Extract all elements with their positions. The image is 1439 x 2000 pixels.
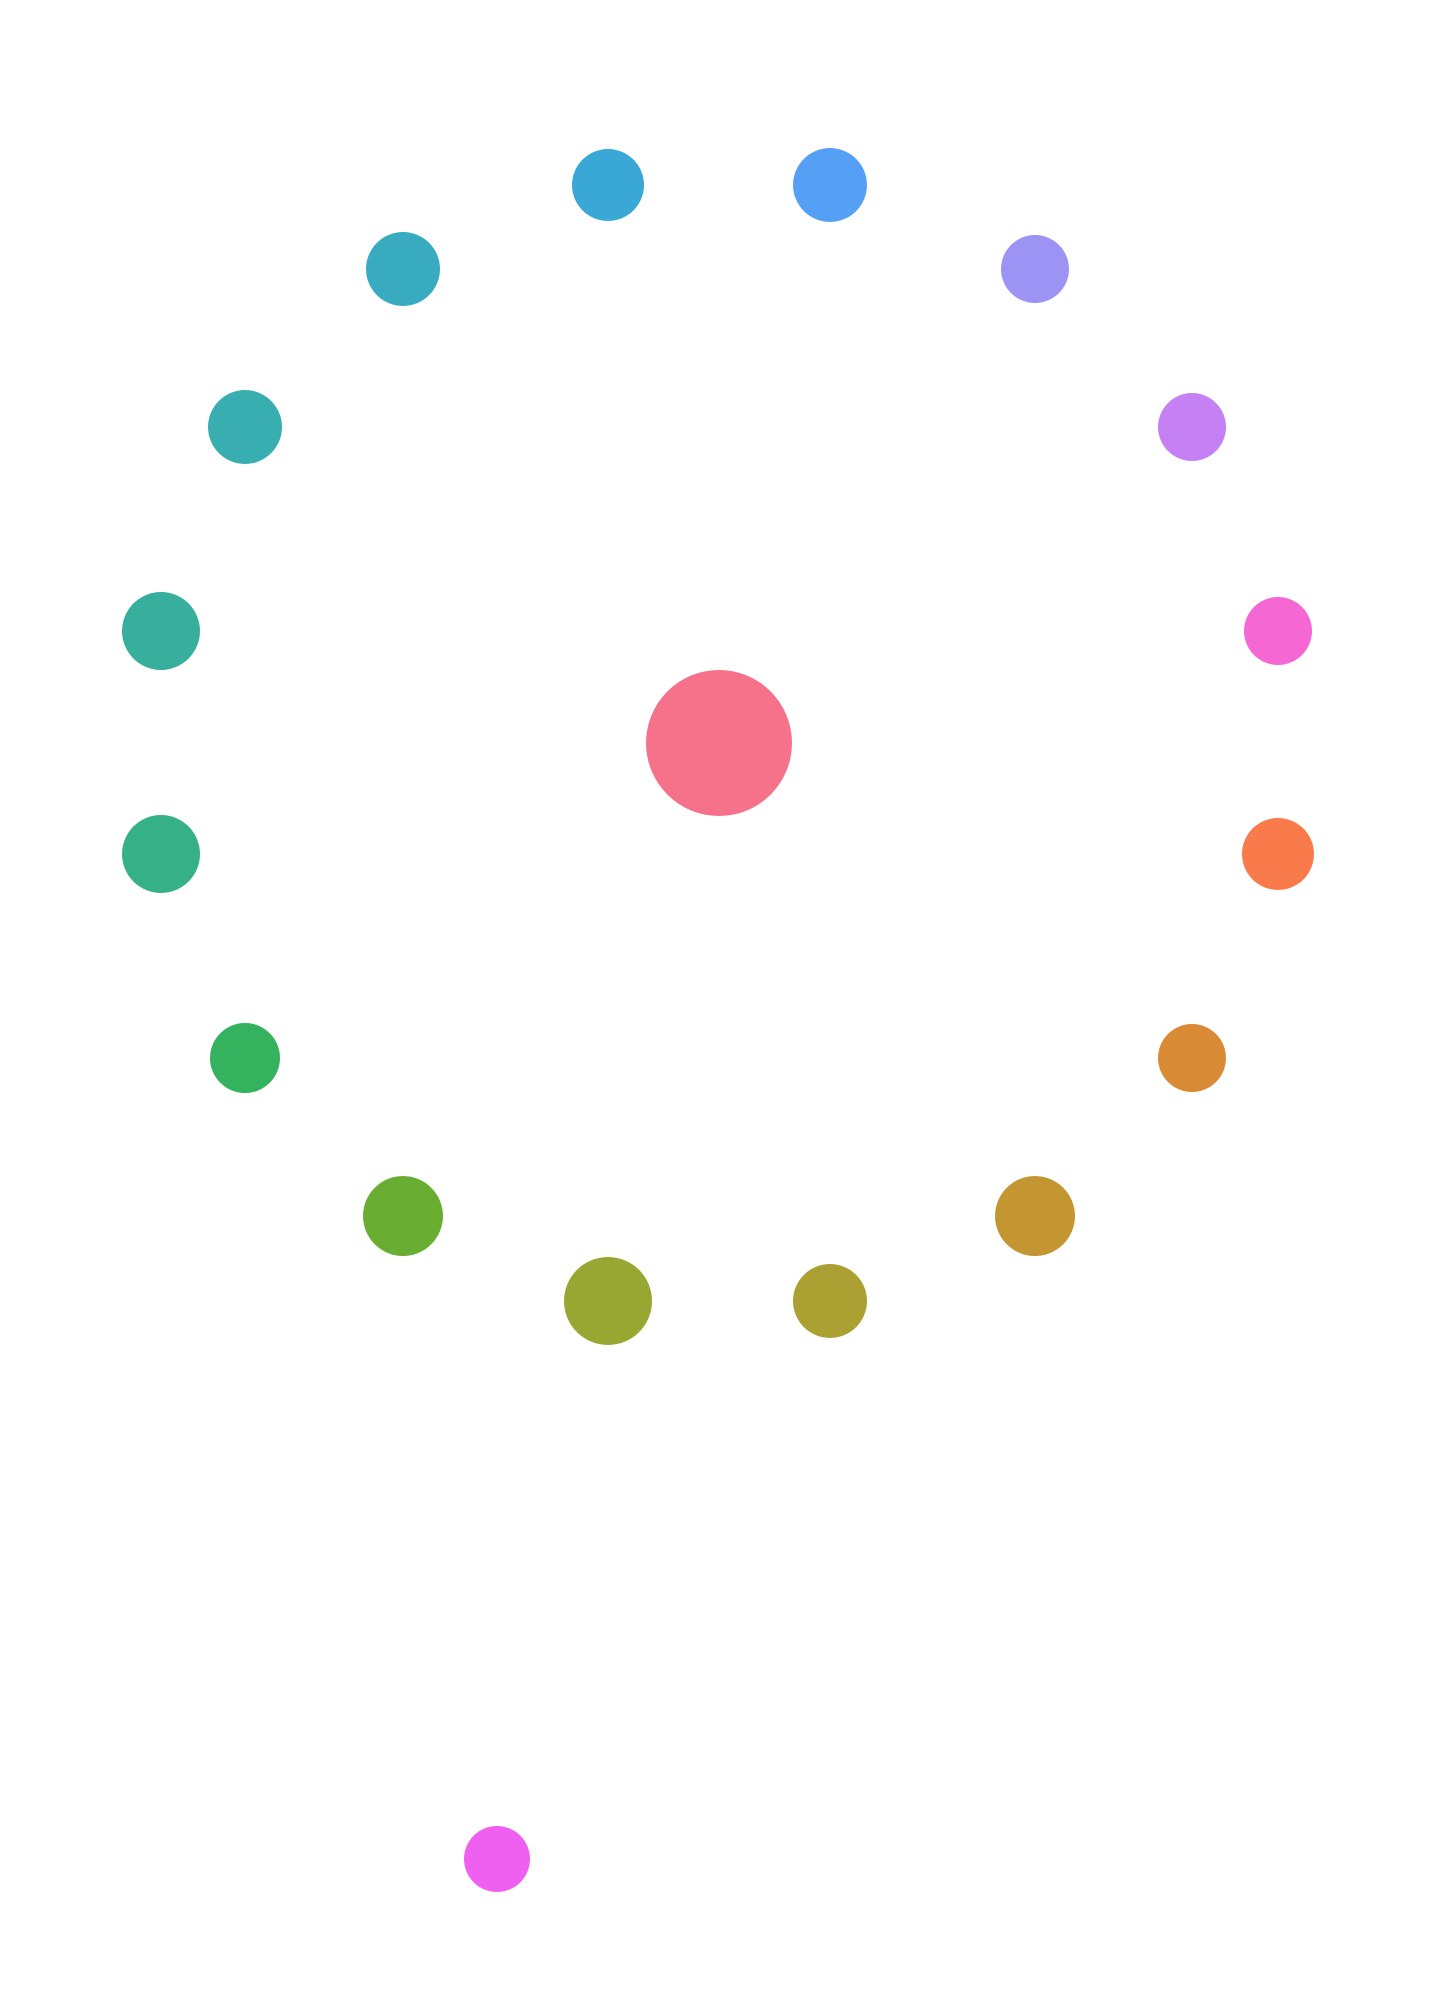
- ring-node-5[interactable]: [1244, 597, 1312, 665]
- ring-node-9[interactable]: [793, 1264, 867, 1338]
- center-node[interactable]: [646, 670, 792, 816]
- outlier-node[interactable]: [464, 1826, 530, 1892]
- ring-node-15[interactable]: [208, 390, 282, 464]
- ring-node-16[interactable]: [366, 232, 440, 306]
- ring-node-2[interactable]: [793, 148, 867, 222]
- ring-node-10[interactable]: [564, 1257, 652, 1345]
- ring-node-6[interactable]: [1242, 818, 1314, 890]
- ring-node-13[interactable]: [122, 815, 200, 893]
- ring-node-1[interactable]: [572, 149, 644, 221]
- ring-node-4[interactable]: [1158, 393, 1226, 461]
- ring-node-12[interactable]: [210, 1023, 280, 1093]
- ring-node-3[interactable]: [1001, 235, 1069, 303]
- ring-node-7[interactable]: [1158, 1024, 1226, 1092]
- ring-node-14[interactable]: [122, 592, 200, 670]
- ring-node-8[interactable]: [995, 1176, 1075, 1256]
- ring-node-11[interactable]: [363, 1176, 443, 1256]
